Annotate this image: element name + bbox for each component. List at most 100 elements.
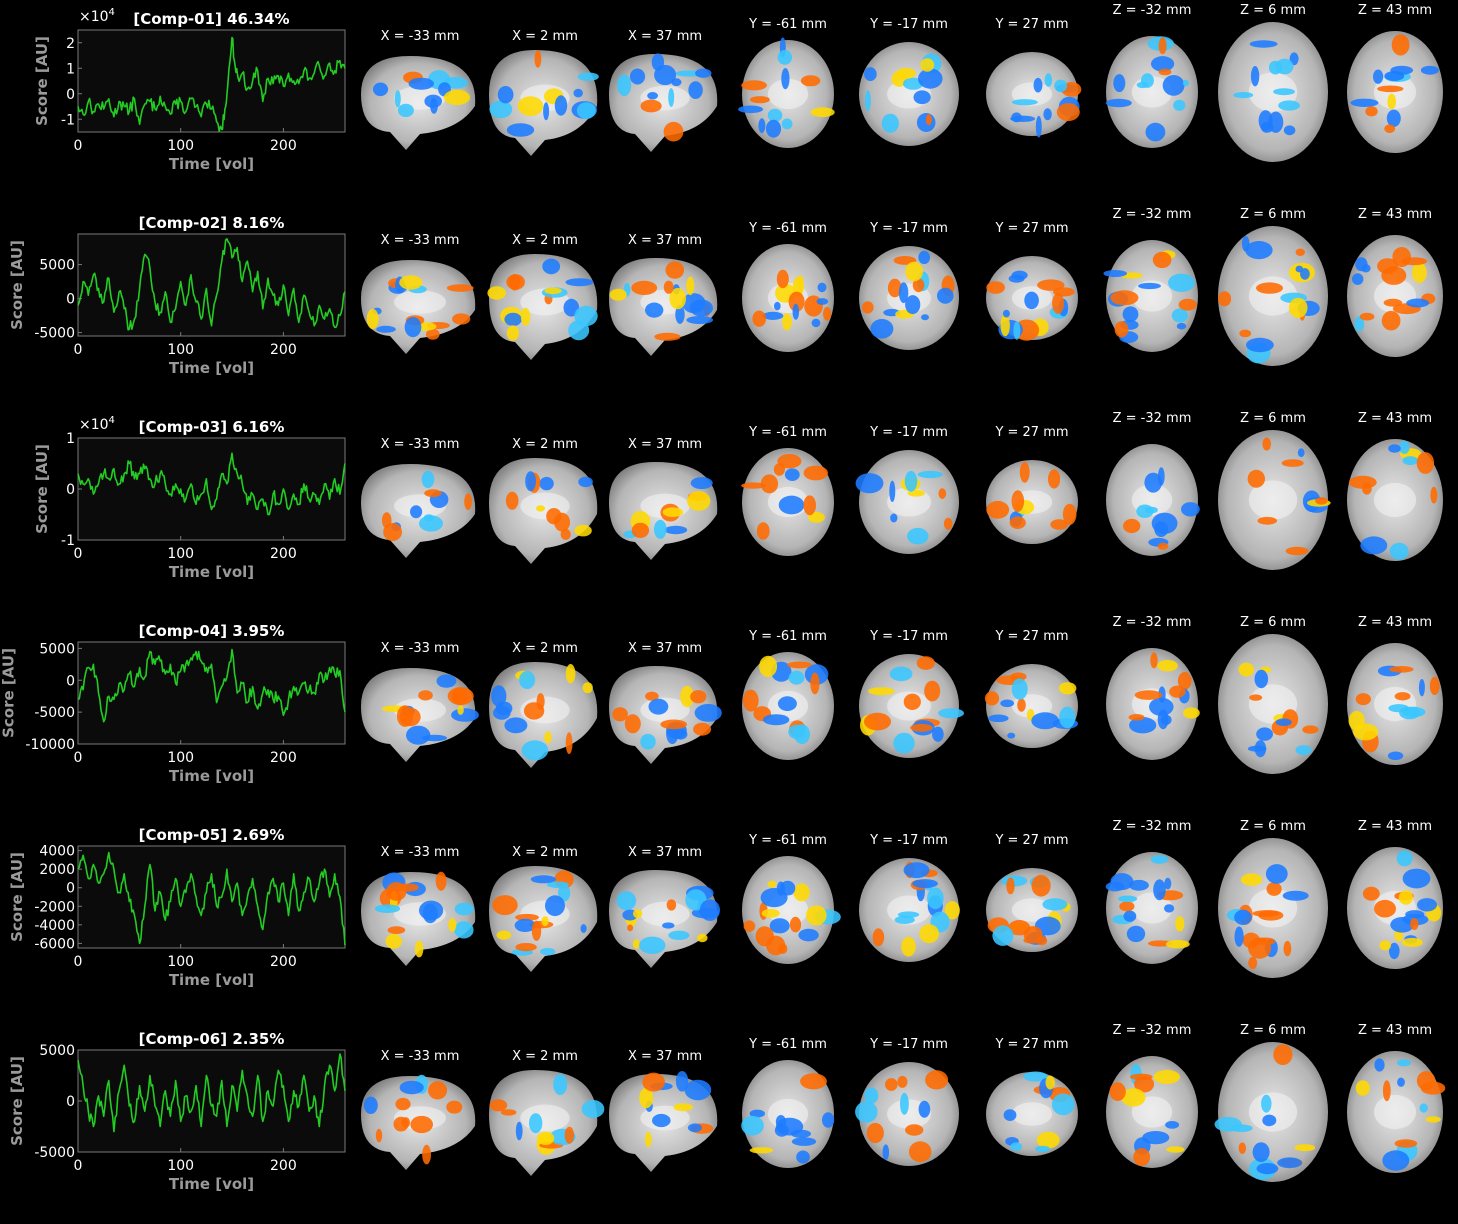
activation-blob <box>640 733 656 750</box>
activation-blob <box>937 287 954 304</box>
slice-label: Z = 43 mm <box>1358 411 1432 426</box>
activation-blob <box>1214 1116 1242 1132</box>
activation-blob <box>868 687 895 696</box>
activation-blob <box>410 1115 433 1134</box>
y-tick-label: -10000 <box>25 737 75 753</box>
activation-blob <box>1396 1059 1411 1067</box>
activation-blob <box>376 325 396 333</box>
activation-blob <box>1119 901 1135 912</box>
x-tick-label: 100 <box>167 750 194 766</box>
activation-blob <box>408 77 434 90</box>
activation-blob <box>810 107 835 118</box>
activation-blob <box>1240 873 1263 886</box>
activation-blob <box>910 723 933 732</box>
brain-slice: Y = 27 mm <box>986 425 1078 544</box>
activation-blob <box>822 1112 835 1128</box>
activation-blob <box>1249 40 1278 48</box>
x-tick-label: 200 <box>270 546 297 562</box>
activation-blob <box>777 454 802 469</box>
activation-blob <box>540 948 556 956</box>
brain-slice: Z = 43 mm <box>1347 615 1443 765</box>
y-axis-label: Score [AU] <box>33 444 51 534</box>
activation-blob <box>422 1144 431 1165</box>
slice-label: Z = 6 mm <box>1240 207 1306 222</box>
brain-slice: Y = -61 mm <box>742 629 834 760</box>
activation-blob <box>1238 1142 1246 1154</box>
activation-blob <box>669 287 686 310</box>
activation-blob <box>1374 899 1396 918</box>
activation-blob <box>1402 456 1419 466</box>
white-matter <box>1373 482 1417 518</box>
activation-blob <box>647 92 658 100</box>
activation-blob <box>803 465 828 481</box>
activation-blob <box>1315 497 1328 505</box>
brain-slice: Y = -61 mm <box>742 221 834 352</box>
brain-slice: X = 37 mm <box>609 437 718 560</box>
activation-blob <box>401 1117 410 1128</box>
slice-label: Z = -32 mm <box>1113 615 1192 630</box>
activation-blob <box>423 514 434 522</box>
activation-blob <box>663 121 684 142</box>
brain-slice: Z = -32 mm <box>1106 615 1200 760</box>
activation-blob <box>1010 1142 1022 1152</box>
activation-blob <box>565 278 594 287</box>
plot-area <box>77 437 346 541</box>
activation-blob <box>564 1126 575 1144</box>
activation-blob <box>1258 110 1273 132</box>
slice-label: X = 2 mm <box>512 437 578 452</box>
activation-blob <box>1295 248 1305 256</box>
slice-label: Y = -61 mm <box>748 17 827 32</box>
activation-blob <box>898 282 909 304</box>
activation-blob <box>500 1109 517 1116</box>
brain-slice: X = 2 mm <box>489 641 598 768</box>
activation-blob <box>1256 282 1283 294</box>
slice-label: Y = 27 mm <box>994 1037 1068 1052</box>
white-matter <box>520 1104 570 1132</box>
activation-blob <box>451 708 479 722</box>
slice-label: Y = -61 mm <box>748 629 827 644</box>
activation-blob <box>776 269 789 289</box>
activation-blob <box>1257 516 1278 525</box>
activation-blob <box>665 261 685 279</box>
activation-blob <box>666 899 677 911</box>
activation-blob <box>1282 890 1309 901</box>
activation-blob <box>1181 502 1200 517</box>
activation-blob <box>1105 98 1132 108</box>
activation-blob <box>749 1109 765 1118</box>
activation-blob <box>504 312 522 326</box>
activation-blob <box>864 90 871 112</box>
y-tick-label: 5000 <box>39 258 75 274</box>
white-matter <box>1373 74 1417 110</box>
slice-label: X = 2 mm <box>512 845 578 860</box>
activation-blob <box>399 275 423 290</box>
activation-blob <box>385 933 402 949</box>
chart-title: [Comp-05] 2.69% <box>139 826 285 844</box>
chart-title: [Comp-04] 3.95% <box>139 622 285 640</box>
activation-blob <box>806 905 827 926</box>
activation-blob <box>1168 273 1195 292</box>
activation-blob <box>517 96 544 116</box>
activation-blob <box>1128 714 1145 721</box>
activation-blob <box>781 118 793 130</box>
activation-blob <box>788 670 805 685</box>
activation-blob <box>1350 98 1379 108</box>
activation-blob <box>796 1150 810 1164</box>
activation-blob <box>896 67 916 79</box>
slice-label: Y = 27 mm <box>994 833 1068 848</box>
activation-blob <box>1158 68 1172 76</box>
activation-blob <box>1056 103 1080 122</box>
activation-blob <box>515 913 539 921</box>
activation-blob <box>645 1131 652 1148</box>
slice-label: Y = -61 mm <box>748 1037 827 1052</box>
activation-blob <box>1103 270 1127 277</box>
brain-slice: X = 2 mm <box>489 437 598 564</box>
slice-label: X = 37 mm <box>628 29 702 44</box>
brain-slice: Z = 43 mm <box>1347 1023 1446 1173</box>
activation-blob <box>542 258 561 275</box>
activation-blob <box>1248 956 1258 969</box>
slice-label: Z = 6 mm <box>1240 3 1306 18</box>
activation-blob <box>534 50 542 68</box>
activation-blob <box>675 304 685 324</box>
